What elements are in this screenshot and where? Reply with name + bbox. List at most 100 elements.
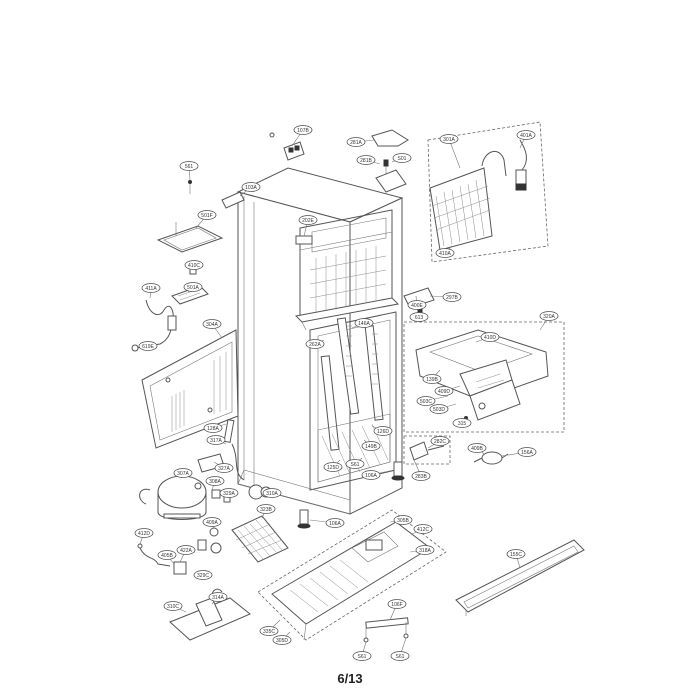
callout-126d: 126D	[371, 425, 393, 436]
callout-bubble	[439, 134, 459, 144]
callout-bubble	[413, 524, 433, 534]
callout-400e: 400E	[407, 295, 427, 310]
callout-label: 146A	[358, 321, 370, 327]
callout-501a: 501A	[183, 282, 203, 293]
fan-motor-part	[473, 451, 509, 465]
callout-bubble	[163, 601, 183, 611]
callout-bubble	[429, 404, 449, 414]
wire-harness-part	[131, 299, 177, 352]
callout-bubble	[202, 517, 222, 527]
callout-128a: 128A	[203, 423, 227, 433]
callout-bubble	[214, 463, 234, 473]
cover-plate-part	[156, 222, 224, 253]
callout-label: 310A	[266, 491, 278, 497]
callout-bubble	[259, 626, 279, 636]
callout-label: 501A	[187, 285, 199, 291]
control-box-part	[269, 132, 305, 161]
callout-label: 412C	[417, 527, 429, 533]
callout-139b: 139B	[422, 369, 442, 384]
callout-label: 301A	[443, 137, 455, 143]
callout-bubble	[411, 471, 431, 481]
callout-label: 503C	[420, 399, 432, 405]
callout-bubble	[293, 125, 313, 135]
callout-bubble	[354, 318, 374, 328]
callout-503c: 503C	[416, 395, 449, 406]
callout-bubble	[202, 319, 222, 329]
callout-s01-top: S01	[391, 153, 412, 163]
callout-s61-br: S61	[390, 637, 410, 661]
refrigerator-cabinet	[236, 167, 405, 529]
callout-bubble	[325, 518, 345, 528]
callout-label: 305B	[397, 518, 409, 524]
callout-label: S61	[396, 654, 405, 660]
callout-bubble	[516, 130, 536, 140]
callout-label: 317A	[210, 438, 222, 444]
callout-bubble	[345, 459, 365, 469]
callout-411a: 411A	[141, 283, 161, 299]
callout-bubble	[407, 300, 427, 310]
wire-lower-part	[137, 543, 187, 575]
callout-bubble	[430, 436, 450, 446]
callout-107b: 107B	[291, 125, 313, 147]
drier-part	[223, 419, 245, 481]
callout-bubble	[298, 215, 318, 225]
callout-label: 281B	[360, 158, 372, 164]
callout-label: 318A	[419, 548, 431, 554]
callout-310a: 310A	[262, 488, 282, 498]
callout-405b: 405B	[157, 550, 177, 565]
callout-label: 103A	[245, 185, 257, 191]
callout-bubble	[323, 462, 343, 472]
defrost-sensor-part	[403, 435, 451, 465]
callout-125d: 125D	[323, 459, 343, 472]
callout-label: 281A	[350, 140, 362, 146]
callout-label: 156A	[521, 450, 533, 456]
callout-label: 308A	[209, 479, 221, 485]
callout-329c: 329C	[193, 569, 213, 580]
callout-label: 503D	[433, 407, 445, 413]
callout-leader-line	[448, 138, 461, 169]
callout-label: 409D	[438, 389, 450, 395]
callout-label: 561	[185, 164, 194, 170]
callout-label: S61	[351, 462, 360, 468]
callout-label: 106A	[365, 473, 377, 479]
callout-409b: 409B	[467, 443, 487, 455]
callout-bubble	[434, 386, 454, 396]
callout-label: 410A	[439, 251, 451, 257]
callout-label: 410D	[484, 335, 496, 341]
callout-label: S61	[358, 654, 367, 660]
callout-label: 106A	[329, 521, 341, 527]
callout-bubble	[184, 260, 204, 270]
callout-314a: 314A	[208, 592, 228, 605]
callout-bubble	[409, 312, 429, 322]
callout-bubble	[480, 332, 500, 342]
callout-613: 613	[409, 311, 429, 322]
callout-282c: 282C	[427, 436, 450, 449]
callout-409a: 409A	[202, 517, 222, 529]
callout-label: 128A	[207, 426, 219, 432]
callout-label: 410C	[188, 263, 200, 269]
callout-bubble	[173, 468, 193, 478]
callout-bubble	[346, 137, 366, 147]
callout-label: 126D	[377, 429, 389, 435]
callout-bubble	[356, 155, 376, 165]
callout-bubble	[416, 396, 436, 406]
callout-bubble	[539, 311, 559, 321]
callout-bubble	[361, 470, 381, 480]
callout-317a: 317A	[206, 435, 227, 445]
callout-202e: 202E	[298, 215, 318, 237]
callout-501f: 501F	[195, 210, 217, 229]
callout-label: 400E	[411, 303, 423, 309]
callout-283b: 283B	[411, 459, 431, 481]
hinge-cover-part	[188, 180, 245, 209]
callout-bubble	[422, 374, 442, 384]
callout-155c: 155C	[506, 549, 526, 569]
callout-bubble	[256, 504, 276, 514]
callout-label: 405B	[161, 553, 173, 559]
callout-146a: 146A	[351, 318, 374, 329]
callout-307a: 307A	[173, 468, 193, 479]
callout-label: S01	[398, 156, 407, 162]
callout-619e: 619E	[138, 341, 158, 351]
callout-label: 411A	[145, 286, 157, 292]
